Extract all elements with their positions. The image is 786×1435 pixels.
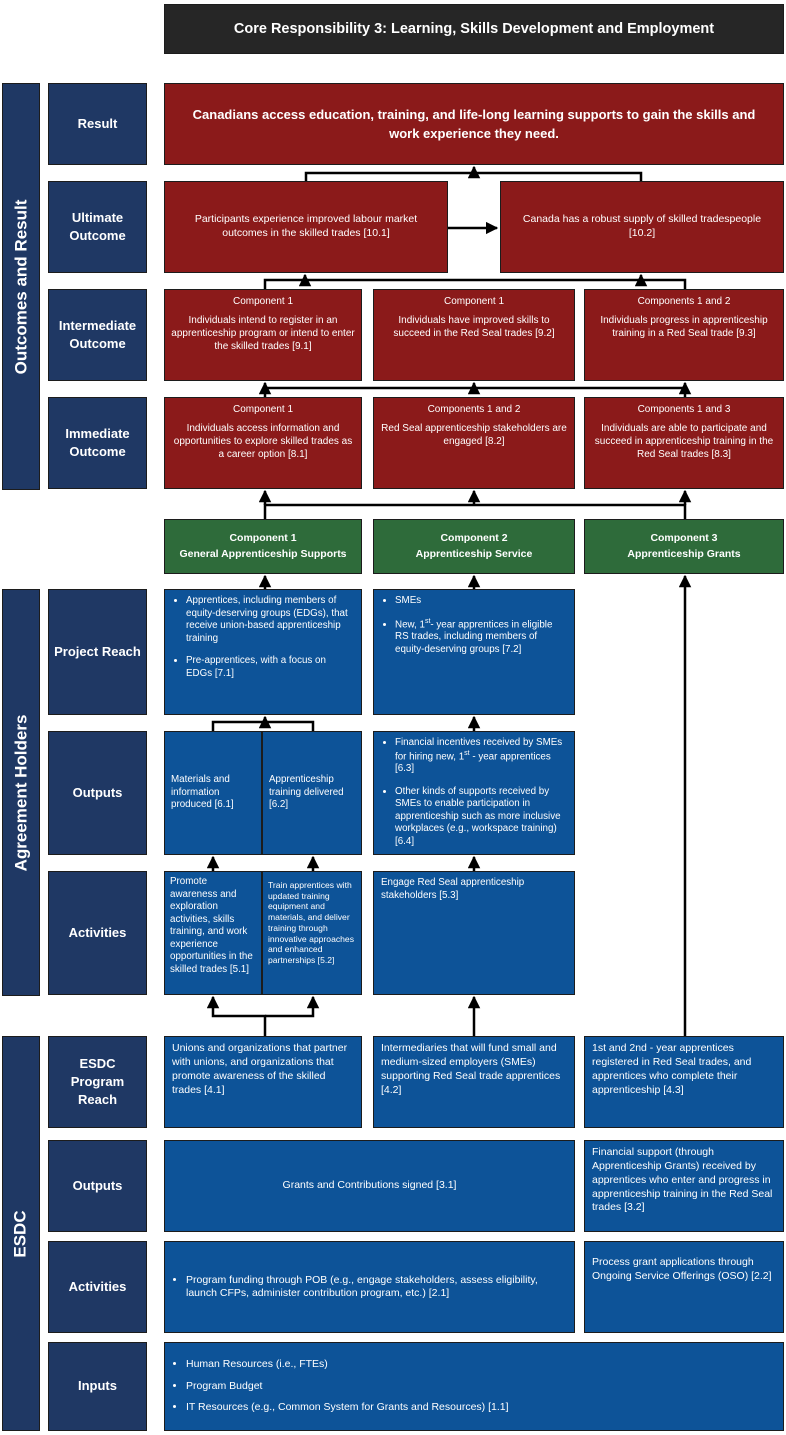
esdc-reach-2: Intermediaries that will fund small and … — [373, 1036, 575, 1128]
intermediate-component-2: Component 1 — [443, 296, 505, 307]
row-label-project-reach: Project Reach — [48, 589, 147, 715]
project-reach-c1-item-1: Apprentices, including members of equity… — [186, 595, 354, 645]
component-2-num: Component 2 — [440, 531, 508, 544]
project-reach-c1: Apprentices, including members of equity… — [164, 589, 362, 715]
activities-ah-a: Promote awareness and exploration activi… — [164, 871, 262, 995]
outputs-ah-b: Apprenticeship training delivered [6.2] — [262, 731, 362, 855]
component-1-box: Component 1 General Apprenticeship Suppor… — [164, 519, 362, 574]
row-label-ultimate: Ultimate Outcome — [48, 181, 147, 273]
outputs-ah-c2-item-2: Other kinds of supports received by SMEs… — [395, 786, 567, 849]
component-3-box: Component 3 Apprenticeship Grants — [584, 519, 784, 574]
row-label-activities-ah: Activities — [48, 871, 147, 995]
immediate-outcome-2: Components 1 and 2 Red Seal apprenticesh… — [373, 397, 575, 489]
activities-esdc-1-item: Program funding through POB (e.g., engag… — [186, 1274, 567, 1301]
inputs-item-3: IT Resources (e.g., Common System for Gr… — [186, 1401, 509, 1414]
intermediate-component-3: Components 1 and 2 — [637, 296, 731, 307]
outputs-ah-c2: Financial incentives received by SMEs fo… — [373, 731, 575, 855]
component-3-name: Apprenticeship Grants — [627, 547, 741, 560]
esdc-reach-1: Unions and organizations that partner wi… — [164, 1036, 362, 1128]
activities-ah-c: Engage Red Seal apprenticeship stakehold… — [373, 871, 575, 995]
ultimate-outcome-2: Canada has a robust supply of skilled tr… — [500, 181, 784, 273]
row-label-outputs-esdc: Outputs — [48, 1140, 147, 1232]
component-2-box: Component 2 Apprenticeship Service — [373, 519, 575, 574]
intermediate-outcome-3: Components 1 and 2 Individuals progress … — [584, 289, 784, 381]
diagram-title: Core Responsibility 3: Learning, Skills … — [164, 4, 784, 54]
component-3-num: Component 3 — [650, 531, 718, 544]
immediate-text-2: Red Seal apprenticeship stakeholders are… — [381, 423, 567, 447]
inputs-item-1: Human Resources (i.e., FTEs) — [186, 1358, 509, 1371]
project-reach-c2-item-1: SMEs — [395, 595, 567, 608]
immediate-outcome-3: Components 1 and 3 Individuals are able … — [584, 397, 784, 489]
project-reach-c2-item-2: New, 1st- year apprentices in eligible R… — [395, 618, 567, 657]
immediate-component-3: Components 1 and 3 — [637, 404, 731, 415]
component-1-num: Component 1 — [229, 531, 297, 544]
ultimate-outcome-1: Participants experience improved labour … — [164, 181, 448, 273]
intermediate-component-1: Component 1 — [232, 296, 294, 307]
activities-ah-b: Train apprentices with updated training … — [262, 871, 362, 995]
activities-esdc-2: Process grant applications through Ongoi… — [584, 1241, 784, 1333]
intermediate-text-2: Individuals have improved skills to succ… — [393, 315, 555, 339]
section-outcomes-label: Outcomes and Result — [11, 199, 31, 374]
inputs-item-2: Program Budget — [186, 1380, 509, 1393]
immediate-text-3: Individuals are able to participate and … — [594, 423, 774, 460]
row-label-esdc-reach: ESDC Program Reach — [48, 1036, 147, 1128]
intermediate-outcome-1: Component 1 Individuals intend to regist… — [164, 289, 362, 381]
outputs-ah-a: Materials and information produced [6.1] — [164, 731, 262, 855]
inputs-box: Human Resources (i.e., FTEs) Program Bud… — [164, 1342, 784, 1431]
intermediate-text-1: Individuals intend to register in an app… — [171, 315, 355, 352]
project-reach-c1-item-2: Pre-apprentices, with a focus on EDGs [7… — [186, 655, 354, 680]
activities-esdc-1: Program funding through POB (e.g., engag… — [164, 1241, 575, 1333]
row-label-intermediate: Intermediate Outcome — [48, 289, 147, 381]
esdc-reach-3: 1st and 2nd - year apprentices registere… — [584, 1036, 784, 1128]
row-label-result: Result — [48, 83, 147, 165]
outputs-esdc-1: Grants and Contributions signed [3.1] — [164, 1140, 575, 1232]
outputs-esdc-2: Financial support (through Apprenticeshi… — [584, 1140, 784, 1232]
section-agreement-holders: Agreement Holders — [2, 589, 40, 996]
project-reach-c2: SMEs New, 1st- year apprentices in eligi… — [373, 589, 575, 715]
row-label-inputs: Inputs — [48, 1342, 147, 1431]
intermediate-outcome-2: Component 1 Individuals have improved sk… — [373, 289, 575, 381]
row-label-outputs-ah: Outputs — [48, 731, 147, 855]
section-esdc-label: ESDC — [11, 1209, 31, 1258]
section-outcomes: Outcomes and Result — [2, 83, 40, 490]
row-label-activities-esdc: Activities — [48, 1241, 147, 1333]
immediate-text-1: Individuals access information and oppor… — [173, 423, 353, 460]
component-2-name: Apprenticeship Service — [415, 547, 533, 560]
component-1-name: General Apprenticeship Supports — [179, 547, 347, 560]
section-esdc: ESDC — [2, 1036, 40, 1431]
immediate-component-1: Component 1 — [232, 404, 294, 415]
outputs-ah-c2-item-1: Financial incentives received by SMEs fo… — [395, 737, 567, 776]
result-box: Canadians access education, training, an… — [164, 83, 784, 165]
immediate-component-2: Components 1 and 2 — [427, 404, 521, 415]
intermediate-text-3: Individuals progress in apprenticeship t… — [600, 315, 768, 339]
section-agreement-label: Agreement Holders — [11, 714, 31, 871]
immediate-outcome-1: Component 1 Individuals access informati… — [164, 397, 362, 489]
row-label-immediate: Immediate Outcome — [48, 397, 147, 489]
